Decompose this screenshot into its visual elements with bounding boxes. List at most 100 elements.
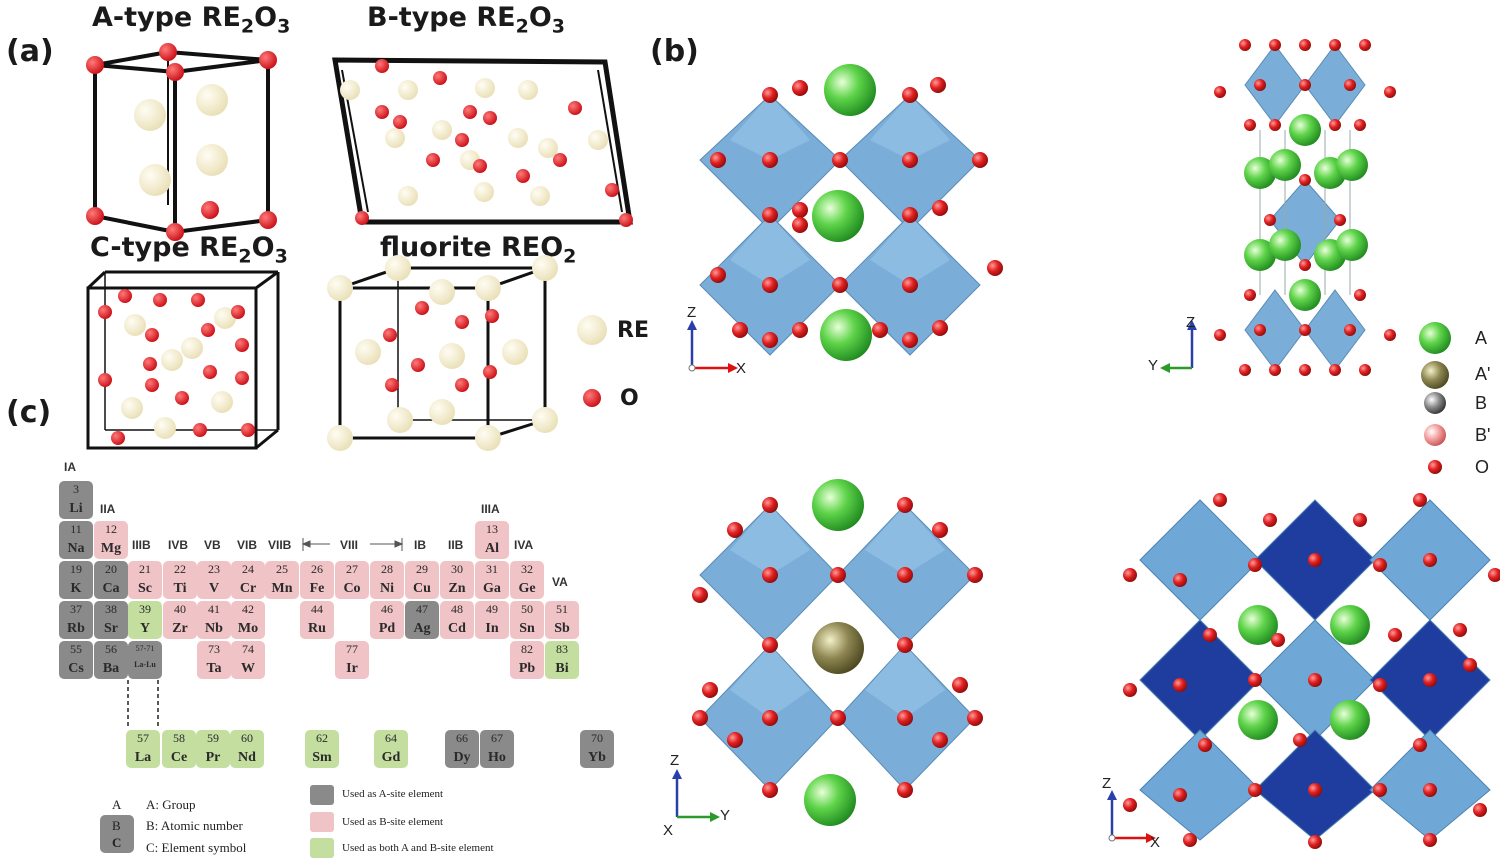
axes-view4: [1107, 790, 1156, 843]
group-viib: VIIB: [268, 538, 292, 552]
fluorite-title: fluorite REO2: [380, 232, 577, 268]
view2-octahedra: [1214, 39, 1396, 376]
group-iiib: IIIB: [132, 538, 151, 552]
view1-octahedra: [699, 64, 1003, 361]
fluorite-atoms: [327, 255, 558, 451]
b-legend-a: A: [1475, 328, 1488, 348]
key-c-letter: C: [112, 835, 122, 850]
group-vb: VB: [204, 538, 221, 552]
fluorite-cell: [338, 266, 547, 440]
a-type-atoms: [86, 43, 277, 241]
axis-v4-x: X: [1150, 834, 1161, 851]
group-ia: IA: [64, 460, 76, 474]
legend-both: Used as both A and B-site element: [342, 842, 494, 854]
b-legend-b: B: [1475, 393, 1488, 413]
atype-title: A-type RE2O3: [92, 2, 291, 38]
b-legend-a-prime: A': [1475, 364, 1491, 384]
legend-re-label: RE: [617, 318, 649, 343]
view4-octahedra: [1123, 493, 1500, 849]
panel-a-structures: [86, 43, 633, 451]
btype-title: B-type RE2O3: [367, 2, 565, 38]
periodic-table-lines: [127, 538, 404, 728]
group-iib: IIB: [448, 538, 464, 552]
key-symbol: C: Element symbol: [146, 840, 247, 855]
c-type-cell: [86, 270, 280, 450]
b-legend-b-prime: B': [1475, 425, 1491, 445]
axis-v3-y: Y: [720, 807, 731, 824]
axes-view1: [687, 320, 738, 373]
key-a-letter: A: [112, 797, 122, 812]
group-va: VA: [552, 575, 568, 589]
panel-label-b: (b): [650, 34, 699, 69]
axis-v3-z: Z: [670, 752, 680, 769]
panel-b-structures: [672, 39, 1500, 849]
b-type-atoms: [340, 59, 633, 227]
legend-a-site: Used as A-site element: [342, 788, 444, 800]
axis-v1-z: Z: [687, 304, 697, 321]
key-box: B C: [100, 815, 134, 853]
axis-v2-y: Y: [1148, 357, 1159, 374]
axis-v1-x: X: [736, 360, 747, 377]
group-ib: IB: [414, 538, 426, 552]
legend-b-site: Used as B-site element: [342, 816, 444, 828]
legend-swatch-b-site: [310, 812, 334, 832]
legend-swatch-a-site: [310, 785, 334, 805]
axis-v2-z: Z: [1186, 314, 1196, 331]
group-iva: IVA: [514, 538, 534, 552]
key-group: A: Group: [146, 797, 196, 812]
group-ivb: IVB: [168, 538, 189, 552]
legend-o-label: O: [620, 386, 639, 411]
view3-octahedra: [692, 479, 983, 826]
axes-view2: [1160, 320, 1197, 373]
b-legend-spheres: [1419, 322, 1451, 474]
legend-o-atom: [583, 389, 601, 407]
legend-swatch-both: [310, 838, 334, 858]
group-vib: VIB: [237, 538, 258, 552]
key-atomic-number: B: Atomic number: [146, 818, 243, 833]
panel-label-c: (c): [6, 395, 52, 430]
